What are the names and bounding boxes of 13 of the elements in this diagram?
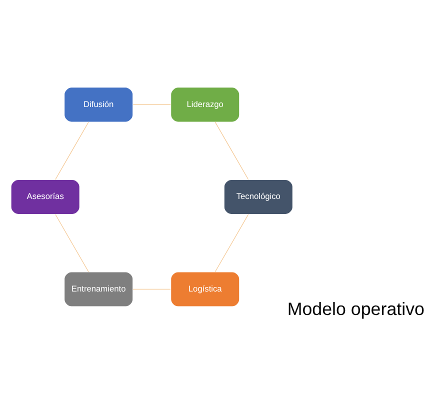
connector xyxy=(214,214,249,272)
node-box: Asesorías xyxy=(10,179,80,215)
node-box: Liderazgo xyxy=(170,87,240,122)
connector xyxy=(55,122,89,180)
node-box: Logística xyxy=(170,272,240,307)
node-box: Difusión xyxy=(64,87,134,122)
connector xyxy=(214,122,249,180)
node-box: Tecnológico xyxy=(224,179,293,215)
node-box: Entrenamiento xyxy=(64,272,134,307)
label: Modelo operativo xyxy=(287,298,424,319)
connector xyxy=(55,214,89,272)
connector xyxy=(132,104,171,105)
connector xyxy=(132,288,171,290)
